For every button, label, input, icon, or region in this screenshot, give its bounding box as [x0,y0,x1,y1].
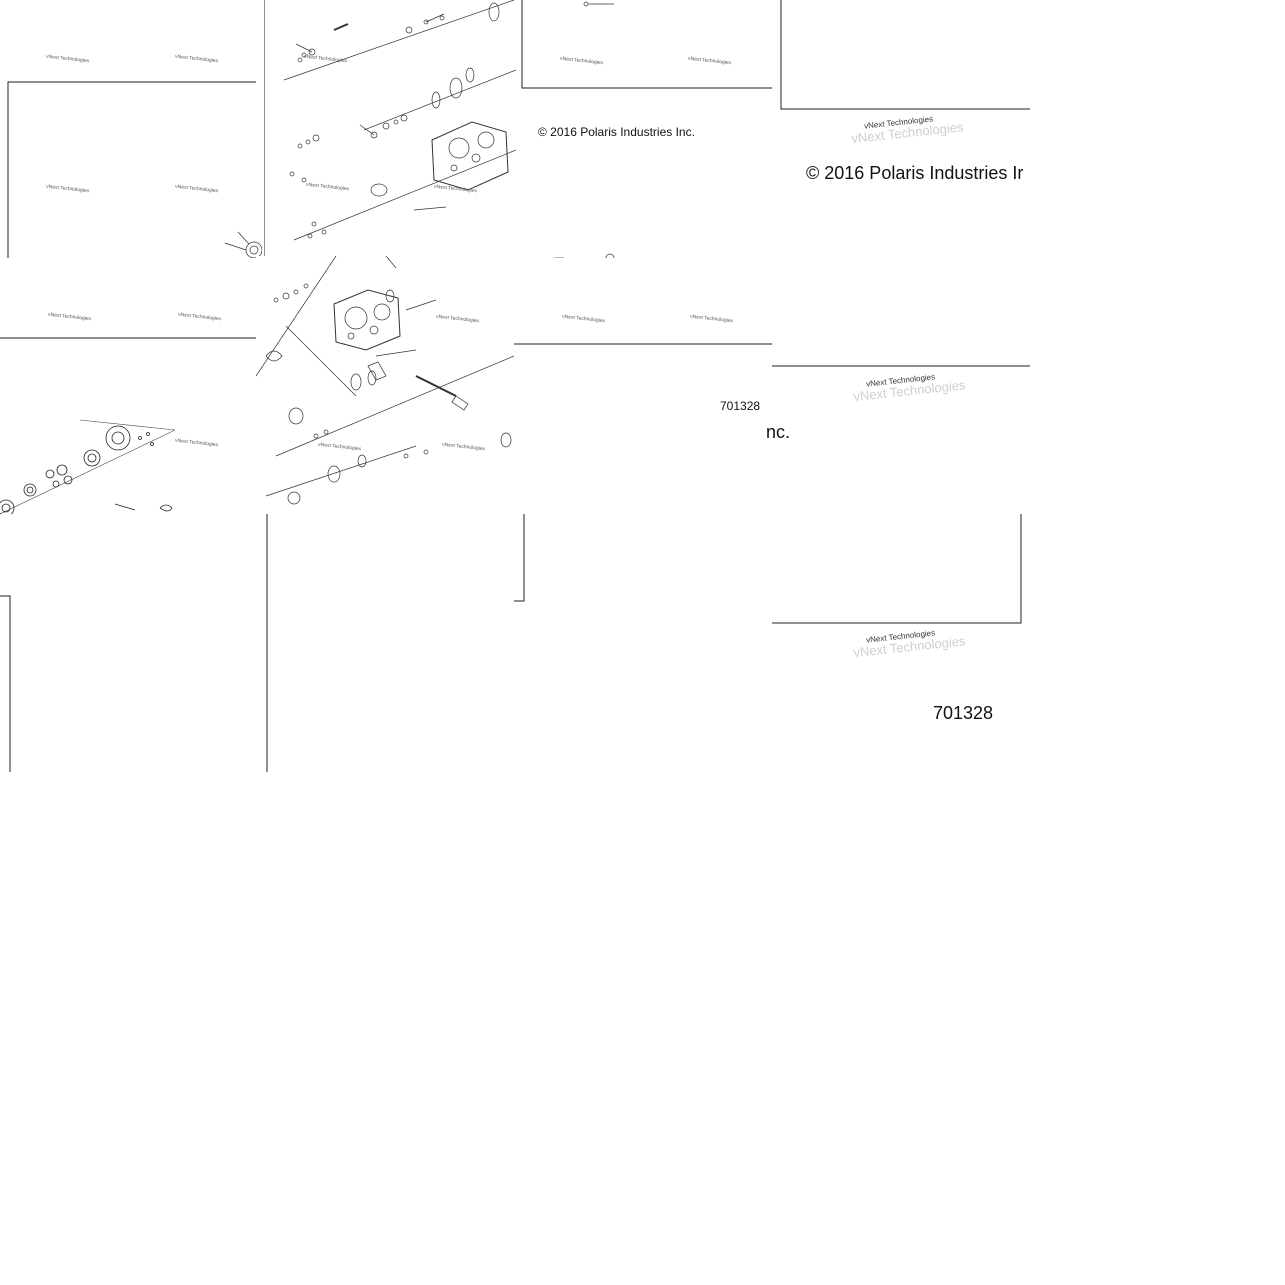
frame-lines-left-middle [0,337,258,514]
frame-lines-left-top [7,78,262,258]
tile-left-middle: vNext Technologies vNext Technologies vN… [0,258,262,514]
tile-right-center-top: vNext Technologies vNext Technologies © … [518,0,772,258]
frame-lines-left-bottom [0,514,268,772]
tile-left-bottom [0,514,270,772]
drawing-number-text: 701328 [933,703,994,723]
tile-right-center-middle: vNext Technologies vNext Technologies 70… [514,258,772,514]
frame-lines-right-bottom [772,514,1022,624]
copyright-text: © 2016 Polaris Industries Inc. [538,125,695,139]
transmission-exploded-view-top [264,0,516,258]
frame-lines-right-center-middle [514,343,772,345]
tile-left-top: vNext Technologies vNext Technologies vN… [0,0,262,258]
tile-center-top: vNext Technologies vNext Technologies vN… [264,0,516,258]
frame-lines-right-top [780,0,1030,110]
frame-lines-right-middle [772,365,1030,367]
tile-right-center-bottom [514,514,772,604]
copyright-text: © 2016 Polaris Industries Ir [806,163,1024,183]
drawing-number-text: 701328 [720,399,761,413]
transmission-exploded-view-bottom [256,256,514,505]
frame-lines-right-center-top [521,0,772,258]
copyright-fragment-text: nc. [766,422,791,442]
tile-center-middle: vNext Technologies vNext Technologies vN… [256,256,514,514]
differential-assembly [0,425,173,514]
frame-lines-right-center-bottom [514,514,525,602]
